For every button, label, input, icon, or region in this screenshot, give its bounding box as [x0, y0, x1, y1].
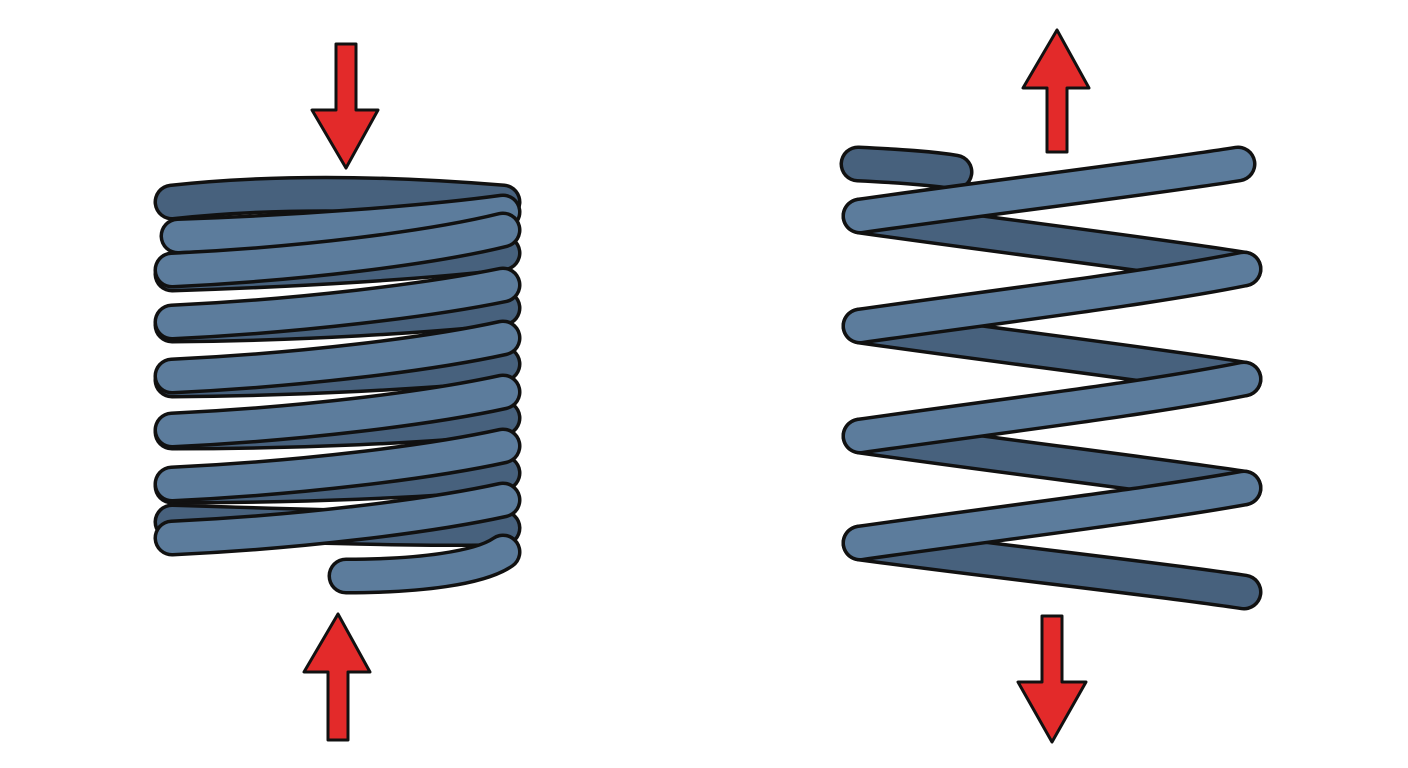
extended-spring-front-coils: [841, 145, 1263, 562]
extended-spring: [839, 145, 1263, 611]
arrow-up-icon: [302, 612, 372, 742]
arrow-up-icon: [1021, 28, 1091, 154]
arrow-down-icon: [1016, 614, 1088, 744]
compressed-spring: [153, 175, 522, 595]
arrow-down-icon: [310, 42, 380, 170]
compressed-spring-front-coils: [153, 193, 522, 595]
